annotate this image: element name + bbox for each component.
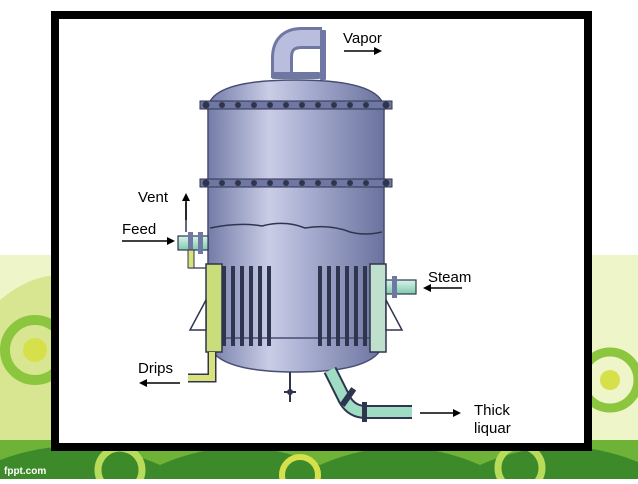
vapor-outlet-pipe	[271, 27, 326, 80]
label-steam: Steam	[428, 269, 471, 286]
watermark-text: fppt.com	[4, 466, 46, 477]
top-flange	[199, 100, 393, 110]
label-vapor: Vapor	[343, 30, 382, 47]
middle-flange	[199, 178, 393, 188]
feed-pipe	[177, 232, 209, 269]
tube-bundle-left	[222, 266, 271, 346]
label-feed: Feed	[122, 221, 156, 238]
label-thick: Thick	[474, 402, 510, 419]
label-liquar: liquar	[474, 420, 511, 437]
drips-pipe	[188, 352, 217, 383]
bottom-drain	[284, 372, 296, 402]
tube-bundle-right	[318, 266, 367, 346]
right-jacket	[369, 263, 404, 353]
label-drips: Drips	[138, 360, 173, 377]
label-vent: Vent	[138, 189, 169, 206]
thick-liquor-pipe	[323, 366, 412, 422]
steam-inlet-pipe	[385, 276, 417, 298]
flow-arrows	[122, 47, 462, 417]
